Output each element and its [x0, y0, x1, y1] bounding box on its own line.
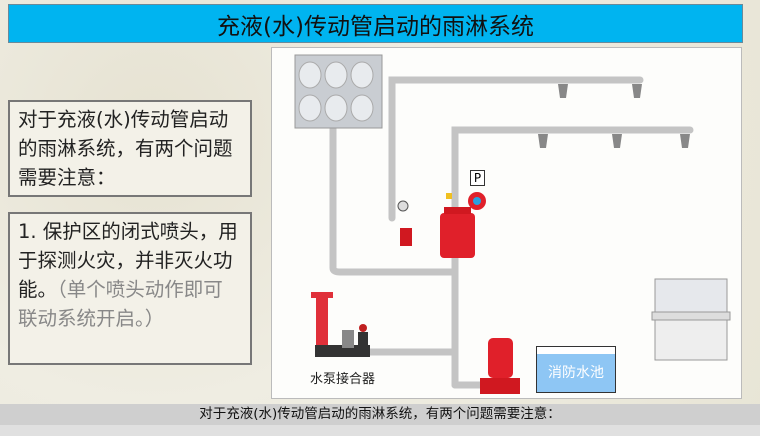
footer-bar — [0, 425, 760, 436]
point-1-text: 1. 保护区的闭式喷头，用于探测火灾，并非灭火功能。 — [18, 220, 238, 301]
fire-pump-icon — [480, 338, 520, 394]
transmission-pipe — [388, 76, 644, 222]
sprinkler-icons — [538, 84, 690, 148]
subtitle-caption: 对于充液(水)传动管启动的雨淋系统，有两个问题需要注意： — [0, 404, 760, 425]
pressure-switch-label: P — [470, 170, 485, 186]
slide-title: 充液(水)传动管启动的雨淋系统 — [8, 4, 743, 43]
fire-water-pool: 消防水池 — [536, 346, 616, 393]
pump-connector-icon — [311, 292, 370, 357]
point-1-textbox: 1. 保护区的闭式喷头，用于探测火灾，并非灭火功能。（单个喷头动作即可联动系统开… — [8, 212, 252, 365]
tank-pipe — [329, 124, 459, 276]
pool-label: 消防水池 — [537, 354, 615, 392]
intro-textbox: 对于充液(水)传动管启动的雨淋系统，有两个问题需要注意： — [8, 100, 252, 197]
pipes — [329, 76, 694, 389]
alarm-valve-icon — [397, 192, 486, 258]
control-panel-icon — [651, 278, 731, 361]
pump-connector-label: 水泵接合器 — [310, 372, 376, 387]
water-tank-icon — [294, 54, 383, 129]
point-1-note: （单个喷头动作即可联动系统开启。） — [18, 278, 223, 330]
main-riser — [451, 126, 694, 389]
